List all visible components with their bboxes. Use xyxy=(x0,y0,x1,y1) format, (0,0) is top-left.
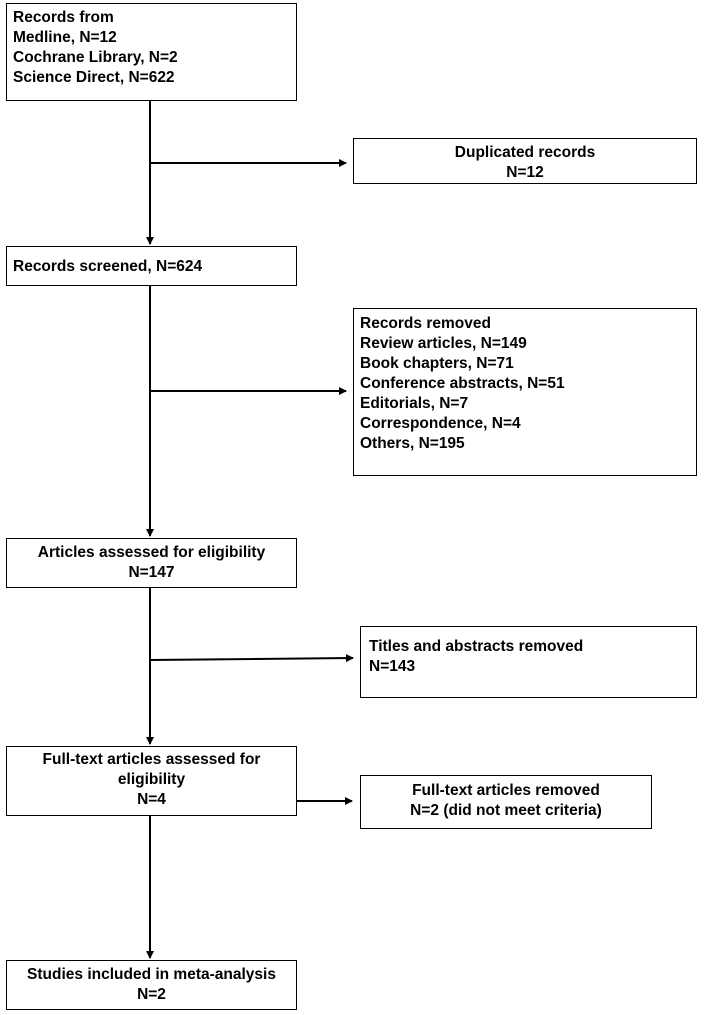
eligibility-box: Articles assessed for eligibility N=147 xyxy=(6,538,297,588)
included-line-1: Studies included in meta-analysis xyxy=(27,966,276,983)
titles-removed-line-2: N=143 xyxy=(369,658,416,675)
fulltext-assessed-box: Full-text articles assessed for eligibil… xyxy=(6,746,297,816)
fulltext-line-1: Full-text articles assessed for xyxy=(42,751,261,768)
fulltext-removed-line-2: N=2 (did not meet criteria) xyxy=(410,802,602,819)
arrow-to-titles-removed xyxy=(149,654,354,663)
fulltext-line-2: eligibility xyxy=(117,771,186,788)
fulltext-removed-box: Full-text articles removed N=2 (did not … xyxy=(360,775,652,829)
titles-removed-line-1: Titles and abstracts removed xyxy=(369,638,584,655)
removed-line-7: Others, N=195 xyxy=(360,435,465,452)
identification-box: Records from Medline, N=12 Cochrane Libr… xyxy=(6,3,297,101)
eligibility-line-2: N=147 xyxy=(128,564,175,581)
screened-line-1: Records screened, N=624 xyxy=(13,258,203,275)
removed-line-2: Review articles, N=149 xyxy=(360,335,527,352)
records-removed-box: Records removed Review articles, N=149 B… xyxy=(353,308,697,476)
fulltext-line-3: N=4 xyxy=(137,791,166,808)
identification-line-2: Medline, N=12 xyxy=(13,29,117,46)
identification-line-3: Cochrane Library, N=2 xyxy=(13,49,178,66)
identification-line-1: Records from xyxy=(13,9,114,26)
included-line-2: N=2 xyxy=(137,986,166,1003)
removed-line-6: Correspondence, N=4 xyxy=(360,415,521,432)
duplicates-box: Duplicated records N=12 xyxy=(353,138,697,184)
included-box: Studies included in meta-analysis N=2 xyxy=(6,960,297,1010)
removed-line-1: Records removed xyxy=(360,315,491,332)
duplicates-line-2: N=12 xyxy=(506,164,544,181)
fulltext-removed-line-1: Full-text articles removed xyxy=(412,782,600,799)
identification-line-4: Science Direct, N=622 xyxy=(13,69,175,86)
removed-line-4: Conference abstracts, N=51 xyxy=(360,375,565,392)
titles-removed-box: Titles and abstracts removed N=143 xyxy=(360,626,697,698)
eligibility-line-1: Articles assessed for eligibility xyxy=(37,544,266,561)
screened-box: Records screened, N=624 xyxy=(6,246,297,286)
duplicates-line-1: Duplicated records xyxy=(454,144,596,161)
removed-line-5: Editorials, N=7 xyxy=(360,395,469,412)
removed-line-3: Book chapters, N=71 xyxy=(360,355,514,372)
